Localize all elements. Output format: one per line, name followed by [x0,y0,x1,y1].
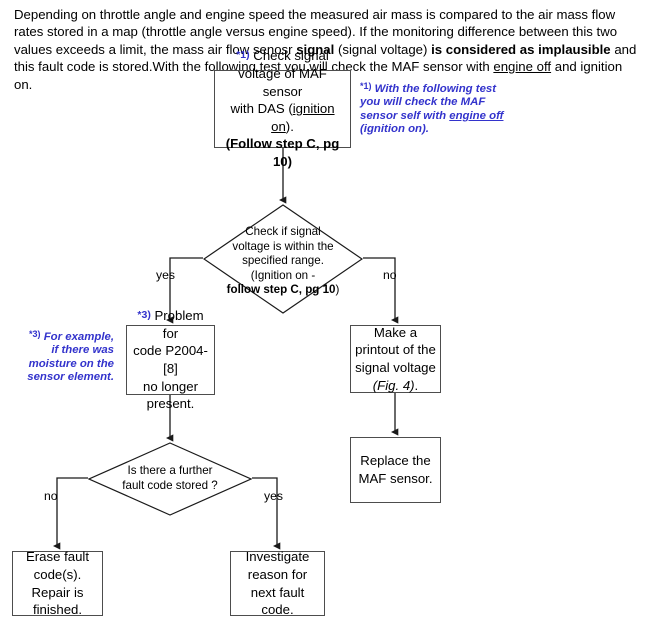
node-problem-line2: code P2004-[8] [133,343,208,376]
node-investigate-next-fault-code[interactable]: Investigate reason for next fault code. [230,549,325,618]
edge-label-further-yes: yes [264,489,283,503]
node-investigate-line1: Investigate [245,549,310,565]
annotation-note-1-line4: (ignition on). [360,123,429,136]
intro-line-1: Depending on throttle angle and engine s… [14,7,616,40]
node-problem-line4: present. [146,396,195,412]
decision1-line4: (Ignition on - [250,268,316,282]
node-investigate-line2: reason for [247,566,308,582]
node-problem-ref: *3) [137,309,151,322]
decision1-line3: specified range. [242,254,324,268]
decision-shape [88,442,252,516]
node-printout-line1: Make a [373,324,418,340]
node-check-signal-follow-step: (Follow step C, pg 10) [225,136,340,169]
node-printout-line4-tail: . [414,377,419,393]
node-check-signal-line3-a: with DAS ( [230,101,293,117]
node-check-signal-line1: Check signal [249,48,329,64]
annotation-note-3-marker: *3) [29,329,41,339]
node-problem-no-longer-present[interactable]: *3) Problem for code P2004-[8] no longer… [126,308,215,411]
edge-decision-yes [165,257,203,324]
decision-signal-in-range[interactable]: Check if signal voltage is within the sp… [203,204,363,314]
node-printout-line2: printout of the [355,342,436,358]
intro-bold-signal: signal [296,41,335,57]
node-make-printout[interactable]: Make a printout of the signal voltage (F… [350,325,441,393]
edge-label-further-no: no [44,489,58,503]
node-problem-line1: Problem for [150,308,204,341]
annotation-note-3-line4: sensor element. [27,371,114,384]
decision-further-fault-code-label: Is there a further fault code stored ? [88,464,252,493]
annotation-note-3-line2: if there was [51,344,114,357]
annotation-note-1-line1: With the following test [371,83,497,95]
decision-shape [203,204,363,314]
intro-underline-engine-off: engine off [493,59,552,75]
intro-line-4-b: and ignition on. [14,59,623,92]
node-check-signal-voltage[interactable]: *1) Check signal voltage of MAF sensor w… [214,48,351,169]
annotation-note-3-line3: moisture on the [28,357,114,370]
node-erase-line2: code(s). [33,566,82,582]
node-check-signal-line2: voltage of MAF sensor [238,66,327,99]
decision1-line1: Check if signal [245,225,321,238]
annotation-note-1-line3-a: sensor self with [360,109,450,122]
node-investigate-line3: next fault code. [250,584,305,618]
decision2-line2: fault code stored ? [122,478,218,492]
node-replace-line1: Replace the [360,453,431,469]
node-check-signal-line3-b: ). [285,118,294,134]
edge-decision2-no [52,477,88,550]
edge-decision-no [363,257,399,324]
intro-line-3-a: the mass air flow senosr [150,41,297,57]
edge-decision2-yes [252,477,281,550]
node-erase-line4: finished. [32,602,83,618]
node-erase-line1: Erase fault [25,549,90,565]
annotation-note-3-line1: For example, [40,331,114,343]
node-check-signal-ref: *1) [236,49,250,62]
node-printout-figure-ref: (Fig. 4) [372,377,415,393]
intro-line-3-c: and this fault code is stored.With the [14,41,637,75]
decision2-line1: Is there a further [127,464,213,477]
intro-line-2: in a map (throttle angle versus engine s… [14,24,618,57]
node-printout-line3: signal voltage [355,360,436,375]
node-problem-line3: no longer [143,378,198,394]
node-check-signal-ignition-on: ignition on [271,101,335,134]
intro-paragraph: Depending on throttle angle and engine s… [14,6,640,93]
decision-signal-in-range-label: Check if signal voltage is within the sp… [203,225,363,298]
node-replace-line2: MAF sensor. [358,471,433,486]
decision1-follow-step: follow step C, pg 10 [226,283,336,297]
decision-further-fault-code[interactable]: Is there a further fault code stored ? [88,442,252,516]
decision1-line5-tail: ) [335,283,340,297]
edge-label-range-no: no [383,268,397,282]
annotation-note-3: *3) For example, if there was moisture o… [18,328,114,385]
edge-label-range-yes: yes [156,268,175,282]
intro-bold-implausible: is considered as implausible [431,41,611,57]
annotation-note-1: *1) With the following test you will che… [360,80,510,137]
intro-line-3-b: (signal voltage) [334,41,432,57]
decision1-line2: voltage is within the [232,239,334,253]
node-erase-line3: Repair is [31,584,84,600]
annotation-note-1-engine-off: engine off [449,109,504,122]
annotation-note-1-marker: *1) [360,81,372,91]
annotation-note-1-line2: you will check the MAF [360,96,486,109]
node-replace-maf-sensor[interactable]: Replace the MAF sensor. [350,437,441,503]
node-erase-fault-codes[interactable]: Erase fault code(s). Repair is finished. [12,549,103,618]
